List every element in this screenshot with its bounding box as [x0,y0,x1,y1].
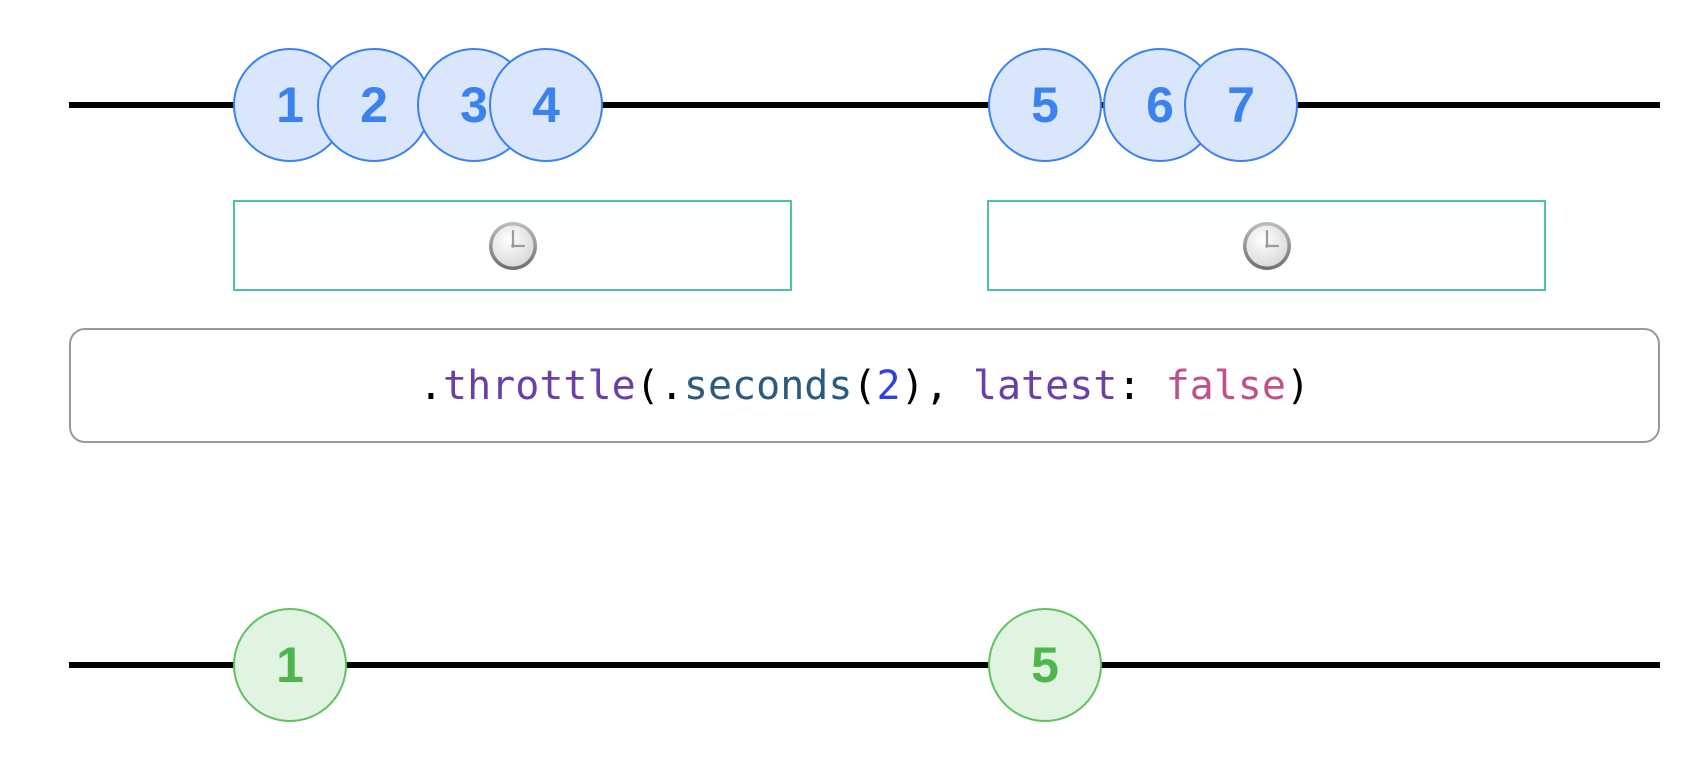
throttle-window-2 [987,200,1546,291]
operator-param-label: latest [972,362,1118,409]
operator-inner-close-paren: ) [900,362,925,409]
operator-colon: : [1117,362,1166,409]
marble-label: 5 [1031,77,1059,133]
output-marble-1: 1 [233,608,347,722]
operator-method: throttle [443,362,636,409]
operator-dot: . [418,362,444,409]
input-marble-4: 4 [489,48,603,162]
clock-icon [1242,221,1291,270]
input-marble-2: 2 [317,48,431,162]
output-marble-5: 5 [988,608,1102,722]
marble-label: 3 [460,77,488,133]
marble-label: 7 [1227,77,1255,133]
output-timeline [69,662,1660,668]
marble-label: 2 [360,77,388,133]
marble-label: 1 [276,637,304,693]
input-marble-5: 5 [988,48,1102,162]
operator-interval-type: seconds [683,362,853,409]
operator-close-paren: ) [1285,362,1311,409]
operator-inner-open-paren: ( [852,362,877,409]
marble-label: 1 [276,77,304,133]
marble-label: 6 [1146,77,1174,133]
input-marble-7: 7 [1184,48,1298,162]
operator-dot-2: . [659,362,684,409]
marble-label: 5 [1031,637,1059,693]
operator-interval-value: 2 [876,362,901,409]
operator-param-value: false [1165,362,1286,409]
input-timeline [69,102,1660,108]
operator-box: .throttle(.seconds(2), latest: false) [69,328,1660,443]
clock-icon [488,221,537,270]
throttle-window-1 [233,200,792,291]
operator-open-paren: ( [635,362,660,409]
operator-comma: , [924,362,973,409]
marble-label: 4 [532,77,560,133]
